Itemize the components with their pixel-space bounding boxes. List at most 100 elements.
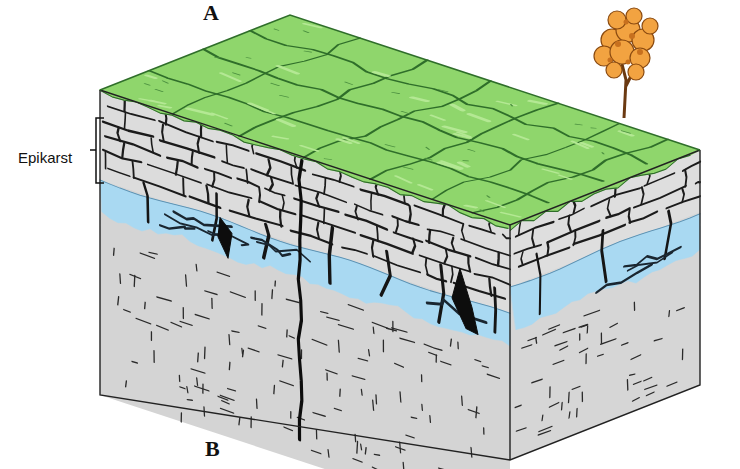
rock-fracture (358, 358, 367, 362)
bracket (90, 118, 104, 183)
bedding-joint (291, 229, 332, 244)
rock-fracture (191, 369, 205, 374)
rock-fracture (255, 291, 256, 300)
rock-fracture (424, 344, 432, 347)
rock-fracture (348, 305, 363, 310)
rock-fracture (587, 326, 589, 333)
slab-highlight (159, 105, 170, 109)
vegetation-tuft (509, 104, 514, 106)
rock-fracture (439, 468, 445, 469)
rock-fracture (515, 405, 521, 408)
vertical-joint (270, 177, 273, 191)
rock-fracture (327, 450, 329, 457)
rock-fracture (399, 392, 401, 402)
vertical-joint (317, 222, 319, 239)
rock-fracture (568, 392, 570, 402)
rock-fracture (196, 378, 198, 385)
bedding-joint (105, 135, 160, 155)
water-zone (510, 210, 700, 333)
label-text: A (203, 0, 219, 25)
rock-fracture (667, 382, 677, 386)
vertical-joint (682, 188, 684, 202)
bedding-joint (134, 178, 186, 197)
slab-highlight (497, 100, 516, 106)
rock-fracture (326, 370, 337, 374)
slab-highlight (581, 143, 593, 147)
rock-fracture (195, 264, 197, 270)
solution-fissure (495, 288, 496, 333)
bedding-joint (475, 272, 510, 286)
rock-fracture (399, 442, 401, 453)
solution-fissure (329, 227, 332, 284)
rock-fracture (130, 274, 141, 278)
rock-fracture (633, 381, 641, 384)
rock-fracture (579, 348, 587, 352)
vertical-joint (444, 249, 447, 264)
rock-fracture (220, 408, 233, 413)
rock-fracture (395, 363, 404, 367)
rock-fracture (144, 302, 146, 309)
rock-fracture (610, 323, 617, 327)
surface-grike (197, 49, 604, 183)
vertical-joint (206, 186, 208, 203)
rock-fracture (180, 321, 192, 325)
rock-fracture (561, 403, 563, 410)
water-crack (165, 214, 224, 239)
tree-crown (594, 8, 658, 80)
rock-fracture (157, 296, 171, 301)
vertical-joint (468, 257, 470, 272)
rock-fracture (433, 347, 441, 350)
label-text: Epikarst (18, 149, 72, 166)
rock-fracture (274, 281, 276, 286)
rock-fracture (326, 373, 328, 380)
vertical-joint (267, 159, 270, 176)
rock-fracture (383, 340, 384, 352)
vertical-joint (282, 196, 284, 211)
slab-highlight (559, 175, 572, 179)
rock-fracture (400, 338, 415, 343)
bedding-joint (426, 241, 470, 257)
surface-grike (165, 36, 365, 114)
slab-highlight (393, 176, 414, 183)
rock-fracture (157, 325, 169, 330)
slab-highlight (530, 100, 545, 105)
rock-fracture (468, 410, 479, 414)
bedding-joint (394, 232, 422, 242)
slab-highlight (260, 108, 276, 113)
slab-highlight (468, 114, 490, 121)
vertical-joint (519, 222, 521, 235)
label-text: B (205, 436, 220, 461)
vertical-joint (105, 152, 107, 168)
solution-fissure (602, 229, 606, 283)
rock-fracture (290, 412, 291, 419)
vegetation-tuft (575, 123, 582, 125)
rock-fracture (563, 328, 575, 333)
rock-fracture (487, 374, 499, 378)
rock-fracture (450, 339, 452, 347)
rock-fracture (396, 447, 405, 450)
vegetation-tuft (591, 127, 596, 129)
rock-fracture (258, 326, 266, 328)
rock-fracture (183, 308, 184, 319)
bedding-joint (346, 214, 387, 229)
slab-highlight (188, 107, 213, 115)
slab-highlight (418, 185, 433, 190)
rock-fracture (543, 329, 556, 335)
vertical-joint (462, 223, 465, 240)
rock-fracture (429, 352, 437, 355)
rock-fracture (273, 385, 275, 394)
rock-fracture (339, 389, 341, 396)
slab-highlight (450, 105, 466, 110)
tree-shading (608, 20, 644, 65)
vertical-joint (258, 188, 261, 203)
rock-fracture (576, 409, 578, 417)
bedding-joint (301, 215, 355, 233)
water-crack (251, 236, 290, 258)
rock-fracture (232, 330, 239, 333)
surface-grike (236, 60, 433, 137)
rock-fracture (374, 454, 379, 457)
vegetation-tuft (486, 196, 491, 198)
vertical-joint (546, 242, 549, 256)
solution-fissure (381, 249, 390, 298)
rock-fracture (406, 435, 414, 438)
